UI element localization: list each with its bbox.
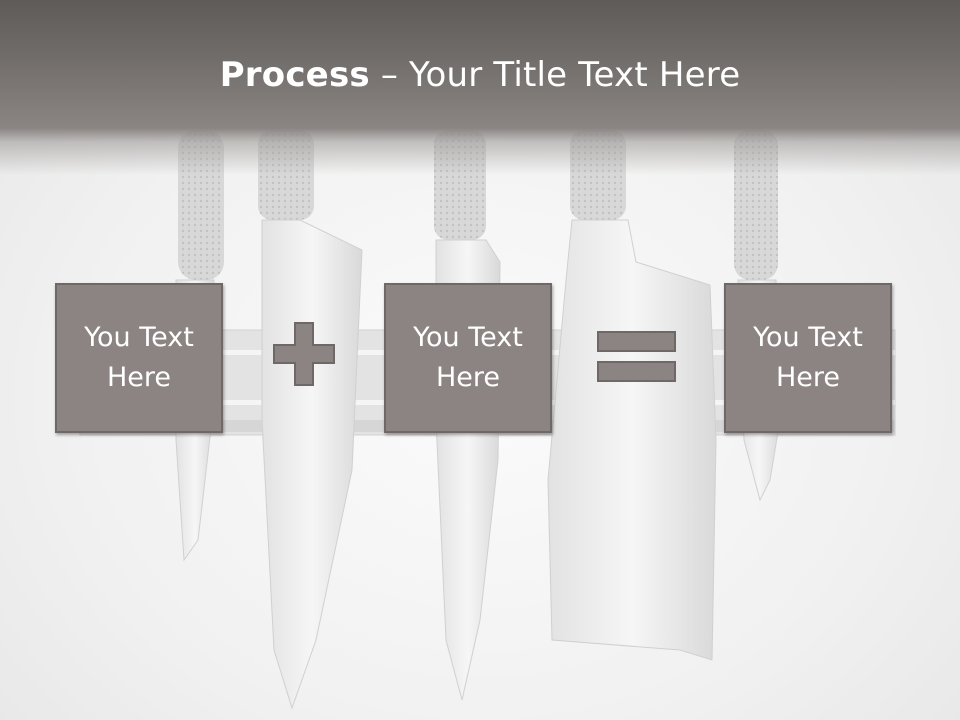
text-box-2-label: You Text Here <box>413 322 523 393</box>
title-rest: – Your Title Text Here <box>369 55 741 95</box>
slide-title: Process – Your Title Text Here <box>0 52 960 98</box>
title-bar <box>0 0 960 175</box>
text-box-2[interactable]: You Text Here <box>384 283 552 433</box>
text-box-1-label: You Text Here <box>84 322 194 393</box>
text-box-1[interactable]: You Text Here <box>55 283 223 433</box>
title-bold: Process <box>219 55 370 95</box>
equals-icon <box>597 331 676 382</box>
plus-icon <box>273 322 335 386</box>
text-box-3-label: You Text Here <box>753 322 863 393</box>
text-box-3[interactable]: You Text Here <box>724 283 892 433</box>
